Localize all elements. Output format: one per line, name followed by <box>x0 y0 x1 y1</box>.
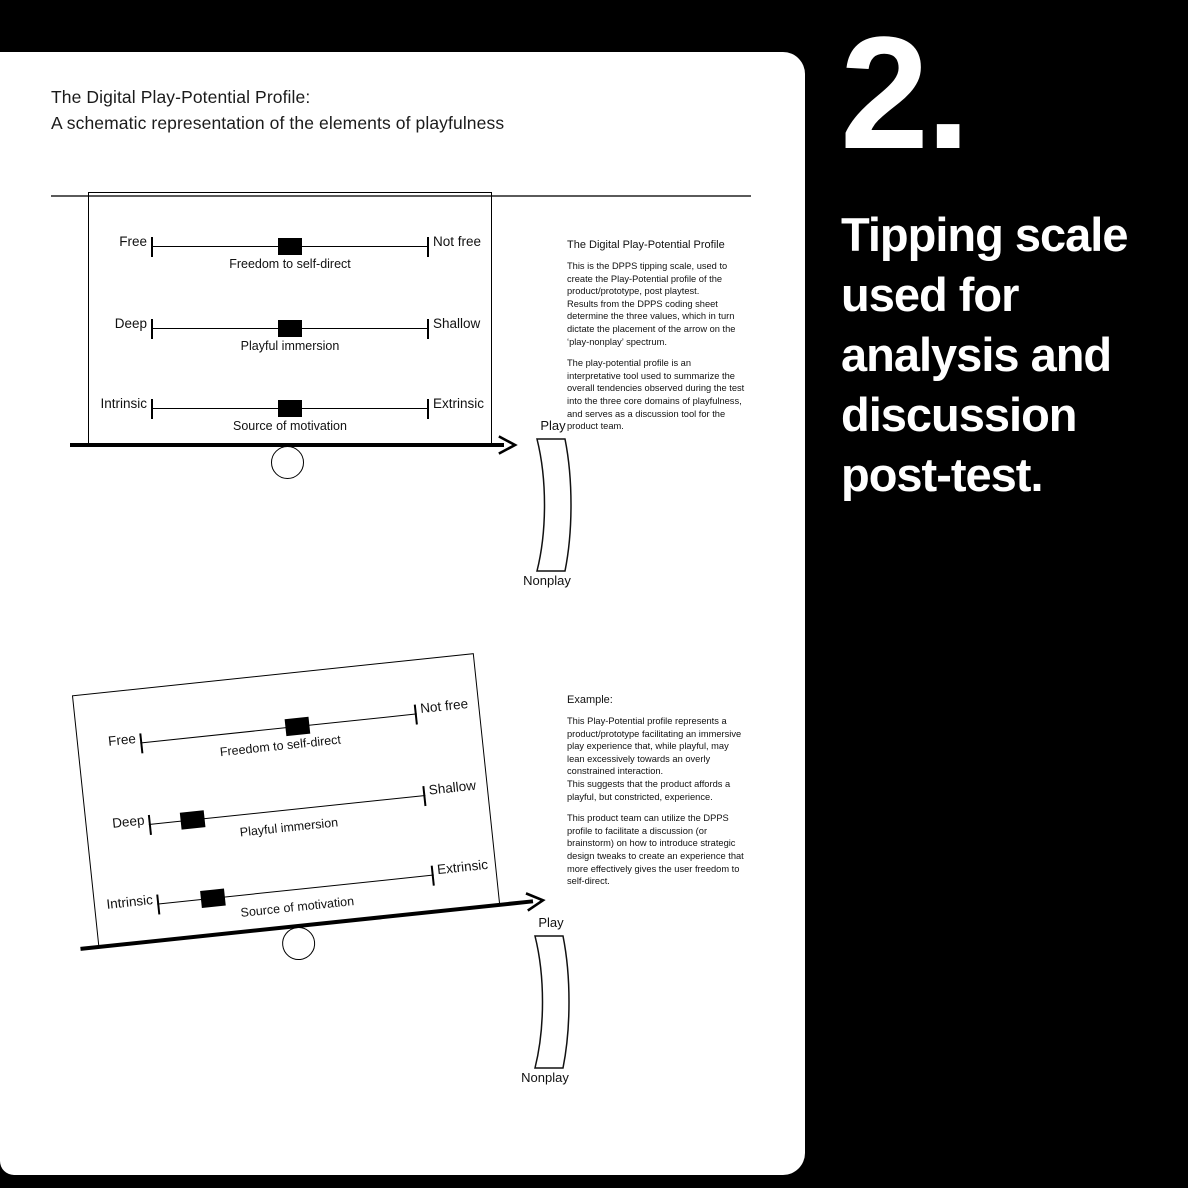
slide-header: The Digital Play-Potential Profile: A sc… <box>51 84 751 136</box>
description-paragraph: The play-potential profile is an interpr… <box>567 358 745 432</box>
axis-marker[interactable] <box>278 238 302 255</box>
axis-marker[interactable] <box>278 400 302 417</box>
description-title: Example: <box>567 694 613 706</box>
slide-number: 2. <box>840 3 970 182</box>
axis-row: Free Not free Freedom to self-direct <box>119 234 481 292</box>
axis-label-right: Not free <box>433 234 482 249</box>
description-title: The Digital Play-Potential Profile <box>567 239 725 251</box>
axis-cap-right <box>427 237 429 257</box>
play-nonplay-arc-icon <box>534 935 570 1069</box>
description-paragraph: This Play-Potential profile represents a… <box>567 716 742 802</box>
axis-marker[interactable] <box>199 888 226 909</box>
description-paragraph: This is the DPPS tipping scale, used to … <box>567 261 736 347</box>
axis-label-left: Intrinsic <box>100 396 147 411</box>
axis-cap-left <box>151 319 153 339</box>
figure-balanced-scale: Free Not free Freedom to self-direct Dee… <box>66 192 536 482</box>
scale-assembly: Free Not free Freedom to self-direct Dee… <box>66 192 536 482</box>
beam-arrow-icon <box>525 892 546 912</box>
description-paragraph: This product team can utilize the DPPS p… <box>567 813 744 887</box>
header-divider <box>51 195 751 197</box>
beam-arrow-icon <box>498 435 518 455</box>
slide-header-line-1: The Digital Play-Potential Profile: <box>51 87 311 107</box>
axis-label-right: Shallow <box>433 316 481 331</box>
panel-title: Tipping scale used for analysis and disc… <box>841 208 1129 501</box>
axis-cap-right <box>427 399 429 419</box>
axis-name: Freedom to self-direct <box>219 732 342 760</box>
axis-row: Deep Shallow Playful immersion <box>115 316 481 374</box>
axis-label-left: Free <box>119 234 147 249</box>
description-block-two: Example: This Play-Potential profile rep… <box>567 693 747 897</box>
figure-tilted-scale: Free Not free Freedom to self-direct Dee… <box>70 653 546 962</box>
axis-marker[interactable] <box>180 810 206 830</box>
scale-fulcrum <box>271 446 304 479</box>
axis-cap-left <box>151 399 153 419</box>
right-black-panel: 2. Tipping scale used for analysis and d… <box>805 0 1188 1188</box>
arc-label-nonplay: Nonplay <box>521 1070 569 1085</box>
axis-label-left: Deep <box>114 316 147 331</box>
axis-name: Source of motivation <box>233 419 347 433</box>
axis-row: Intrinsic Extrinsic Source of motivation <box>100 396 484 454</box>
axis-marker[interactable] <box>278 320 302 337</box>
axis-name: Freedom to self-direct <box>229 257 351 271</box>
arc-label-play: Play <box>540 418 566 433</box>
slide-card: The Digital Play-Potential Profile: A sc… <box>0 52 805 1175</box>
axis-cap-left <box>151 237 153 257</box>
description-block-one: The Digital Play-Potential Profile This … <box>567 238 747 442</box>
arc-label-play: Play <box>538 915 564 930</box>
axis-marker[interactable] <box>285 716 311 737</box>
slide-header-line-2: A schematic representation of the elemen… <box>51 113 505 133</box>
scale-assembly: Free Not free Freedom to self-direct Dee… <box>50 649 548 987</box>
axis-label-left: Free <box>107 730 137 749</box>
arc-label-nonplay: Nonplay <box>523 573 571 588</box>
play-nonplay-arc-icon <box>536 438 572 572</box>
axis-cap-right <box>427 319 429 339</box>
axis-name: Playful immersion <box>240 339 340 353</box>
scale-beam <box>70 443 504 447</box>
axis-label-right: Extrinsic <box>433 396 485 411</box>
